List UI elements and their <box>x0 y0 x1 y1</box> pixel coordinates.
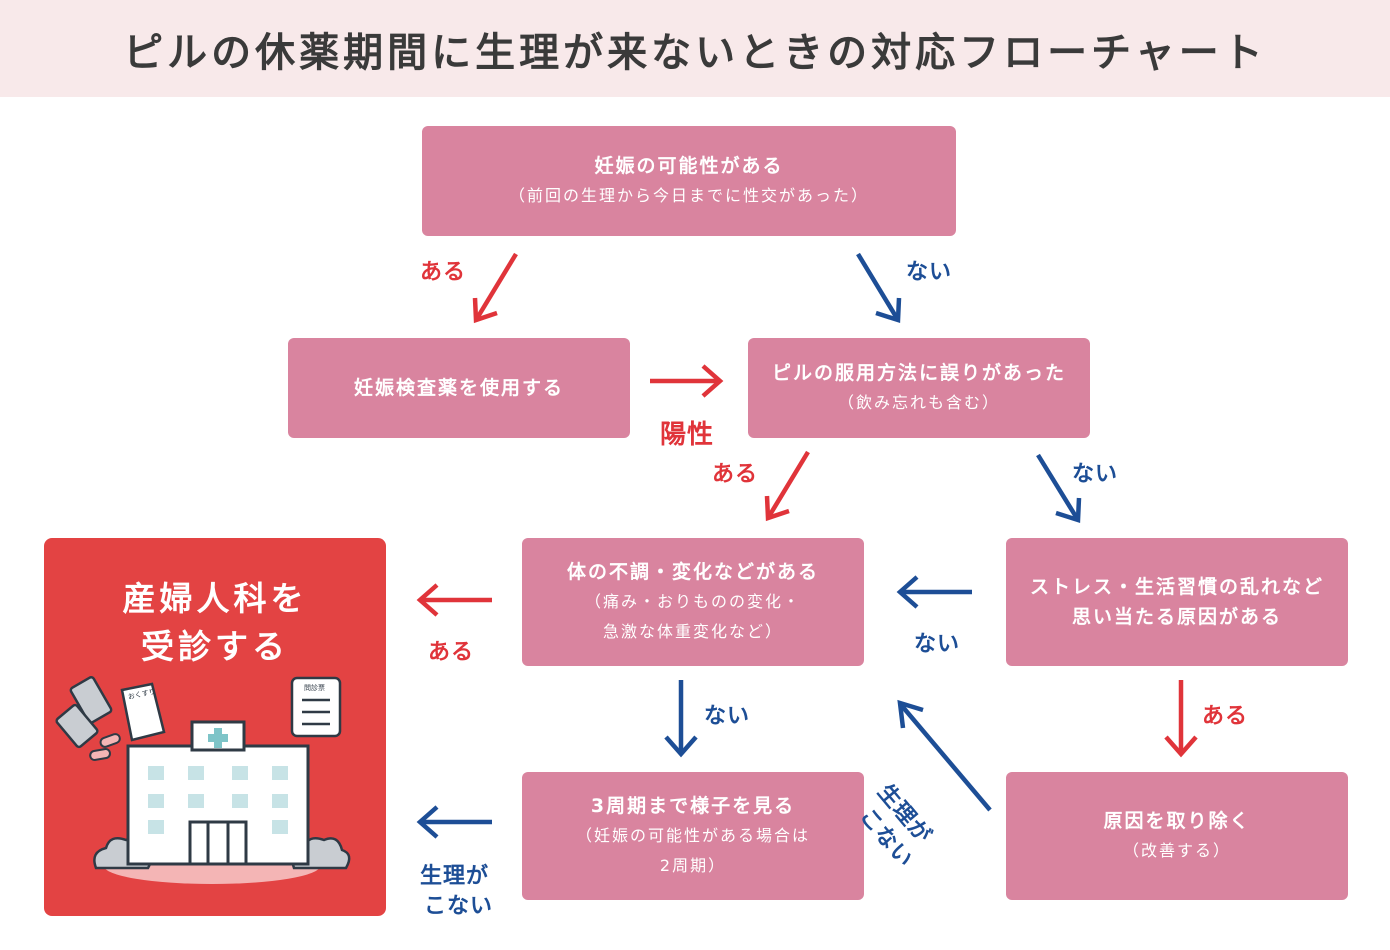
box-body-condition: 体の不調・変化などがある （痛み・おりものの変化・ 急激な体重変化など） <box>522 538 864 666</box>
medicine-bag-icon <box>120 682 166 742</box>
box-line: 2周期） <box>659 856 727 875</box>
box-line: （痛み・おりものの変化・ <box>584 592 801 611</box>
arrow-blue-diag-up <box>897 699 992 812</box>
box-line: 妊娠検査薬を使用する <box>353 377 564 399</box>
box-line: 急激な体重変化など） <box>602 622 783 641</box>
arrow-blue-left-2 <box>416 805 492 839</box>
box-wait-cycles: 3周期まで様子を見る （妊娠の可能性がある場合は 2周期） <box>522 772 864 900</box>
box-pregnancy-test: 妊娠検査薬を使用する <box>288 338 630 438</box>
result-line: 受診する <box>141 627 289 666</box>
header-banner: ピルの休薬期間に生理が来ないときの対応フローチャート <box>0 0 1390 97</box>
box-remove-cause: 原因を取り除く （改善する） <box>1006 772 1348 900</box>
label-nai-2: ない <box>1072 462 1119 487</box>
arrow-red-right <box>650 364 724 398</box>
box-pregnancy-possible: 妊娠の可能性がある （前回の生理から今日までに性交があった） <box>422 126 956 236</box>
box-line: （妊娠の可能性がある場合は <box>575 826 810 845</box>
label-no-period-2: こない <box>424 894 494 919</box>
box-line: （改善する） <box>1122 841 1231 860</box>
box-stress: ストレス・生活習慣の乱れなど 思い当たる原因がある <box>1006 538 1348 666</box>
label-no-period-1: 生理が <box>420 864 490 889</box>
label-aru-1: ある <box>420 260 467 285</box>
box-pill-mistake: ピルの服用方法に誤りがあった （飲み忘れも含む） <box>748 338 1090 438</box>
arrow-red-left <box>416 583 492 617</box>
box-line: 3周期まで様子を見る <box>590 795 796 817</box>
box-line: 思い当たる原因がある <box>1071 606 1282 628</box>
label-nai-3: ない <box>914 632 961 657</box>
cross-icon <box>208 728 228 748</box>
building-windows <box>148 766 288 834</box>
box-line: （飲み忘れも含む） <box>837 393 1000 412</box>
label-nai-4: ない <box>704 704 751 729</box>
label-positive: 陽性 <box>660 420 715 450</box>
capsule-icon <box>89 733 121 761</box>
clipboard-label: 問診票 <box>304 683 325 692</box>
label-nai-1: ない <box>906 260 953 285</box>
result-line: 産婦人科を <box>122 579 308 618</box>
label-aru-4: ある <box>1202 704 1249 729</box>
result-box: 産婦人科を 受診する <box>44 538 386 916</box>
box-line: 妊娠の可能性がある <box>594 155 784 177</box>
arrow-blue-diag-2 <box>1036 453 1082 524</box>
arrow-blue-down <box>664 680 698 758</box>
hospital-illustration: おくすり 問診票 <box>55 676 351 884</box>
arrow-red-down <box>1164 680 1198 758</box>
clipboard-icon <box>290 676 342 738</box>
box-line: 原因を取り除く <box>1103 810 1251 832</box>
label-aru-2: ある <box>712 462 759 487</box>
box-line: ピルの服用方法に誤りがあった <box>771 362 1066 384</box>
arrow-red-diag-1 <box>472 252 518 324</box>
label-aru-3: ある <box>428 640 475 665</box>
pill-sheet-icon <box>55 676 113 749</box>
page-title: ピルの休薬期間に生理が来ないときの対応フローチャート <box>123 29 1267 76</box>
arrow-blue-diag-1 <box>856 252 902 324</box>
arrow-red-diag-2 <box>764 450 810 522</box>
box-line: （前回の生理から今日までに性交があった） <box>508 186 869 205</box>
box-line: 体の不調・変化などがある <box>566 561 819 583</box>
box-line: ストレス・生活習慣の乱れなど <box>1029 576 1324 598</box>
arrow-blue-left-1 <box>896 575 972 609</box>
